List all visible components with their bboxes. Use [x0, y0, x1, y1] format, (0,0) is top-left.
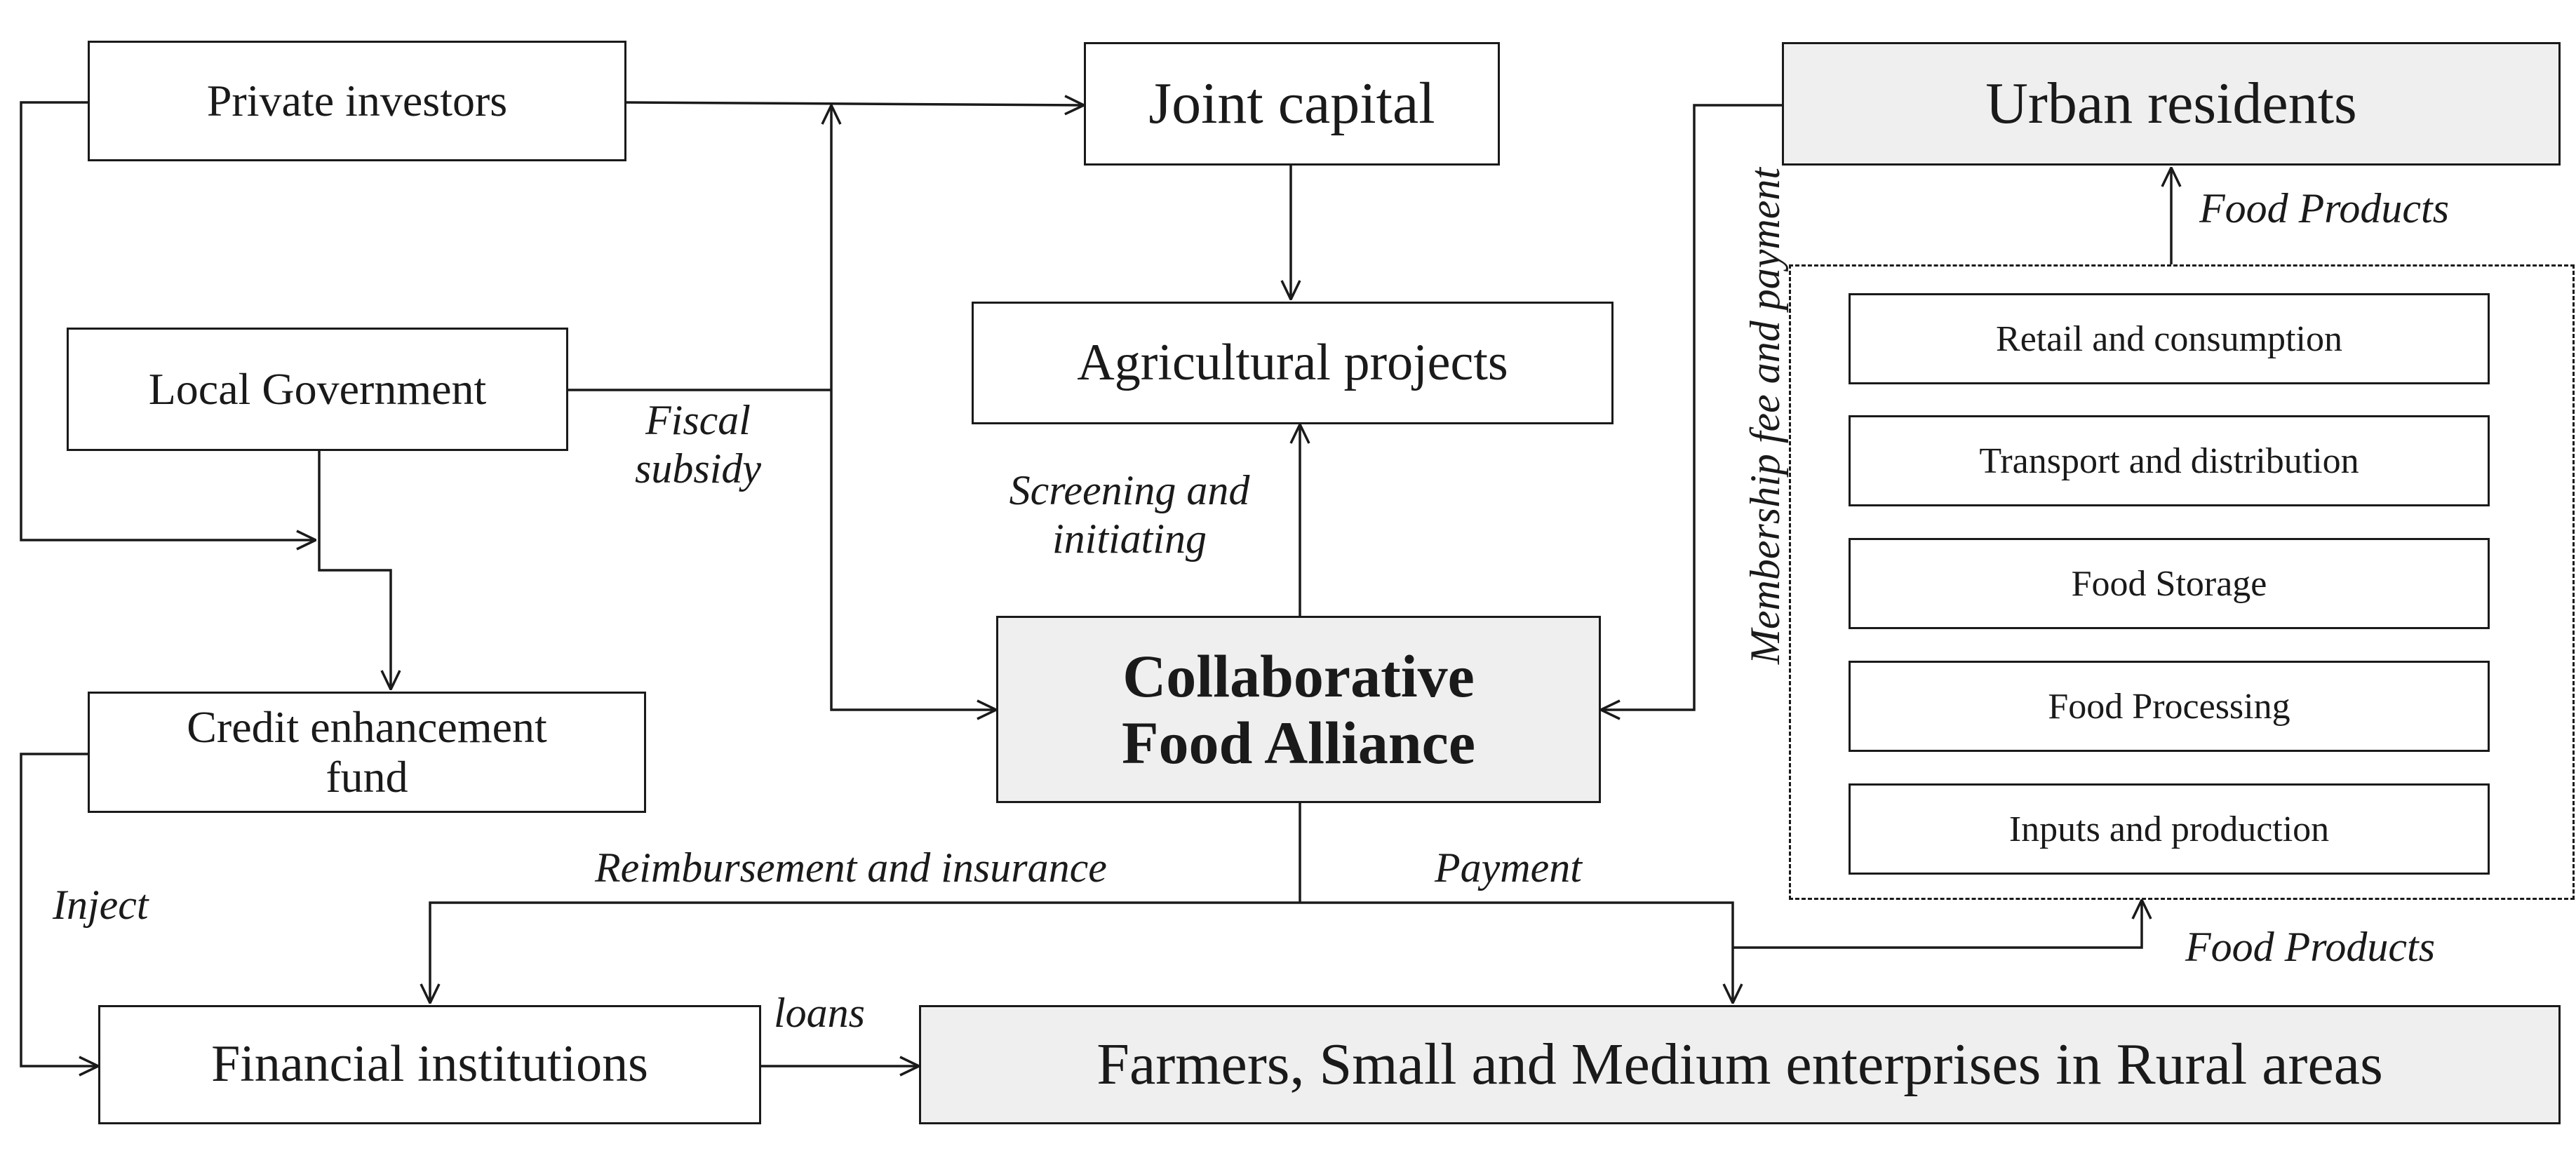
food-products-top-text: Food Products [2199, 185, 2450, 231]
membership-fee-label: Membership fee and payment [1741, 93, 1795, 739]
screening-initiating-label: Screening and initiating [968, 466, 1291, 563]
food-products-bottom-label: Food Products [2185, 923, 2435, 971]
screening-line2: initiating [1052, 516, 1207, 562]
edge-alliance-to-financial [430, 901, 1300, 1003]
fiscal-subsidy-label: Fiscal subsidy [614, 396, 782, 493]
edge-alliance-to-farmers [1300, 901, 1733, 1003]
supply-chain-step-label: Retail and consumption [1996, 318, 2342, 359]
local-government-box: Local Government [67, 328, 568, 451]
fiscal-subsidy-line1: Fiscal [645, 397, 751, 443]
loans-text: loans [774, 990, 866, 1036]
alliance-label-line2: Food Alliance [1121, 708, 1476, 776]
agricultural-projects-label: Agricultural projects [1077, 333, 1508, 391]
supply-chain-step-label: Food Processing [2048, 686, 2290, 727]
credit-fund-box: Credit enhancement fund [88, 692, 646, 813]
payment-label: Payment [1435, 844, 1582, 892]
farmers-smes-label: Farmers, Small and Medium enterprises in… [1096, 1031, 2383, 1097]
loans-label: loans [774, 989, 865, 1037]
credit-fund-label-line2: fund [326, 751, 408, 802]
food-products-bottom-text: Food Products [2185, 924, 2436, 970]
supply-chain-step-inputs: Inputs and production [1849, 783, 2490, 875]
reimbursement-text: Reimbursement and insurance [595, 844, 1107, 891]
edge-investors-to-joint-capital [626, 102, 1084, 105]
edge-trunk-down [830, 390, 996, 710]
credit-fund-label-line1: Credit enhancement [187, 702, 547, 753]
private-investors-box: Private investors [88, 41, 626, 161]
financial-institutions-label: Financial institutions [211, 1035, 648, 1093]
supply-chain-step-retail: Retail and consumption [1849, 293, 2490, 384]
edge-investors-loop [20, 101, 316, 540]
edge-government-to-credit [318, 451, 391, 689]
supply-chain-step-storage: Food Storage [1849, 538, 2490, 629]
membership-fee-text: Membership fee and payment [1742, 167, 1788, 665]
urban-residents-box: Urban residents [1782, 42, 2561, 166]
food-products-top-label: Food Products [2199, 184, 2449, 233]
edge-credit-to-financial [20, 753, 98, 1066]
financial-institutions-box: Financial institutions [98, 1005, 761, 1124]
private-investors-label: Private investors [206, 75, 508, 126]
payment-text: Payment [1435, 844, 1582, 891]
supply-chain-step-label: Inputs and production [2008, 809, 2330, 849]
supply-chain-step-processing: Food Processing [1849, 661, 2490, 752]
urban-residents-label: Urban residents [1985, 70, 2357, 136]
joint-capital-box: Joint capital [1084, 42, 1500, 166]
farmers-smes-box: Farmers, Small and Medium enterprises in… [919, 1005, 2561, 1124]
supply-chain-step-label: Food Storage [2071, 563, 2267, 604]
inject-text: Inject [53, 882, 149, 928]
edge-farmers-to-chain [1733, 900, 2142, 949]
screening-line1: Screening and [1009, 467, 1250, 513]
fiscal-subsidy-line2: subsidy [635, 445, 761, 492]
alliance-label-line1: Collaborative [1122, 642, 1475, 710]
reimbursement-insurance-label: Reimbursement and insurance [595, 844, 1107, 892]
supply-chain-group [1789, 264, 2575, 900]
edge-residents-to-alliance [1601, 104, 1782, 710]
supply-chain-step-transport: Transport and distribution [1849, 415, 2490, 506]
local-government-label: Local Government [148, 363, 487, 414]
inject-label: Inject [53, 881, 149, 929]
joint-capital-label: Joint capital [1148, 70, 1435, 136]
supply-chain-step-label: Transport and distribution [1979, 440, 2359, 481]
agricultural-projects-box: Agricultural projects [972, 302, 1614, 424]
collaborative-food-alliance-box: Collaborative Food Alliance [996, 616, 1601, 803]
